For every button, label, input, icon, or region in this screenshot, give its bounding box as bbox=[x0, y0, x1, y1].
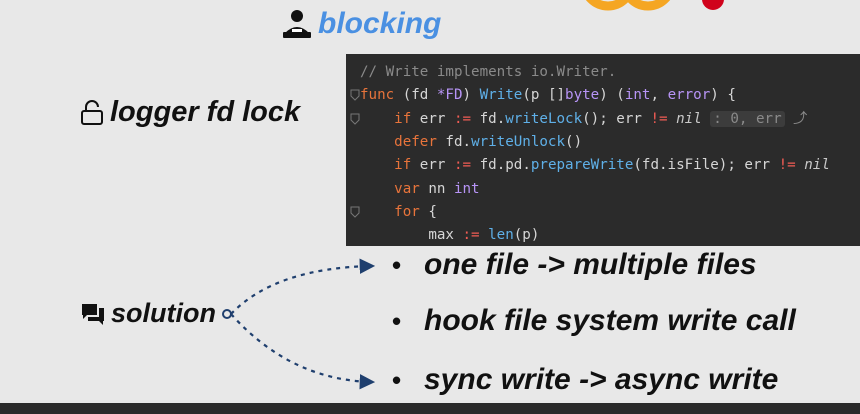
code-line-content: for { bbox=[360, 200, 437, 224]
logo-rings-icon bbox=[585, 0, 671, 11]
logo-dot-icon bbox=[702, 0, 724, 10]
code-line-content: func (fd *FD) Write(p []byte) (int, erro… bbox=[360, 83, 736, 107]
code-line-content: // Write implements io.Writer. bbox=[360, 60, 616, 84]
fold-marker-icon[interactable] bbox=[350, 89, 360, 102]
code-token: (p [] bbox=[522, 87, 566, 104]
code-token: ) bbox=[462, 87, 480, 104]
code-token: var bbox=[394, 180, 420, 197]
code-token bbox=[702, 111, 711, 127]
code-token: *FD bbox=[436, 87, 463, 104]
bullet-item: • one file -> multiple files bbox=[392, 248, 757, 282]
code-token: : 0, err bbox=[710, 110, 785, 127]
chat-bubbles-icon bbox=[82, 303, 104, 325]
code-token: (fd bbox=[394, 87, 437, 104]
code-token: () bbox=[565, 133, 583, 150]
code-token: max bbox=[360, 227, 463, 244]
code-token: for bbox=[394, 203, 420, 220]
code-token: writeUnlock bbox=[471, 133, 566, 150]
code-token bbox=[668, 111, 677, 127]
bullet-dot: • bbox=[392, 249, 402, 280]
code-token: != bbox=[650, 110, 668, 127]
code-token: func bbox=[360, 87, 395, 104]
code-token: nil bbox=[676, 110, 702, 127]
code-token: := bbox=[462, 227, 480, 244]
code-token: := bbox=[453, 110, 472, 127]
code-token: (fd.isFile); err bbox=[633, 157, 779, 174]
code-token: := bbox=[453, 157, 472, 174]
code-token: int bbox=[453, 180, 480, 197]
heading-text: blocking bbox=[318, 7, 442, 40]
code-token: if bbox=[394, 157, 412, 174]
code-token bbox=[360, 134, 394, 150]
logger-text: logger fd lock bbox=[110, 96, 301, 128]
code-line-content: max := len(p) bbox=[360, 223, 539, 246]
code-token: err bbox=[411, 157, 454, 174]
fold-marker-icon[interactable] bbox=[350, 113, 360, 125]
code-line-content: var nn int bbox=[360, 177, 480, 201]
person-at-desk-icon bbox=[283, 10, 311, 38]
code-token: if bbox=[394, 110, 412, 127]
bullet-text: hook file system write call bbox=[424, 304, 796, 337]
code-token: ) { bbox=[710, 87, 736, 104]
code-token: != bbox=[778, 157, 796, 174]
solution-text: solution bbox=[111, 298, 216, 328]
logger-label: logger fd lock bbox=[80, 96, 300, 129]
code-token: int bbox=[624, 87, 651, 104]
bullet-dot: • bbox=[392, 305, 402, 336]
bullet-text: one file -> multiple files bbox=[424, 248, 757, 281]
code-token: // Write implements io.Writer. bbox=[360, 64, 617, 80]
code-token: prepareWrite bbox=[530, 157, 634, 174]
code-token: (); err bbox=[582, 110, 651, 127]
code-token bbox=[360, 157, 394, 173]
code-line-content: defer fd.writeUnlock() bbox=[360, 130, 582, 154]
code-token bbox=[360, 181, 394, 197]
connector-origin bbox=[222, 309, 232, 319]
code-token: fd. bbox=[436, 133, 472, 150]
code-token: { bbox=[419, 203, 437, 220]
code-line-content: if err := fd.pd.prepareWrite(fd.isFile);… bbox=[360, 153, 830, 177]
code-token: Write bbox=[479, 87, 523, 104]
fold-marker-icon[interactable] bbox=[350, 206, 360, 218]
code-token bbox=[480, 227, 489, 243]
code-token bbox=[360, 204, 394, 220]
code-token: err bbox=[411, 110, 454, 127]
solution-label: solution bbox=[80, 298, 216, 329]
bullet-dot: • bbox=[392, 364, 402, 395]
code-token: defer bbox=[394, 133, 437, 150]
code-token bbox=[360, 111, 394, 127]
code-token: (p) bbox=[513, 227, 540, 244]
bullet-text: sync write -> async write bbox=[424, 363, 779, 396]
slide-heading: blocking bbox=[280, 6, 441, 42]
code-snippet: // Write implements io.Writer. func (fd *… bbox=[346, 54, 860, 246]
bullet-item: • sync write -> async write bbox=[392, 363, 778, 397]
code-token: , bbox=[650, 87, 668, 104]
bottom-band bbox=[0, 403, 860, 414]
code-token: nil bbox=[804, 157, 830, 174]
code-token: ⤴ bbox=[784, 110, 808, 127]
code-token: fd. bbox=[471, 110, 506, 127]
code-token bbox=[796, 157, 805, 173]
arrow-to-first-bullet bbox=[230, 258, 376, 315]
code-token: ) ( bbox=[599, 87, 625, 104]
code-token: byte bbox=[565, 87, 600, 104]
code-line-content: if err := fd.writeLock(); err != nil : 0… bbox=[360, 107, 807, 131]
unlock-icon bbox=[81, 99, 103, 125]
code-token: error bbox=[667, 87, 711, 104]
bullet-item: • hook file system write call bbox=[392, 304, 796, 338]
code-token: writeLock bbox=[505, 110, 583, 127]
code-token: len bbox=[488, 227, 514, 244]
code-token: nn bbox=[419, 180, 454, 197]
code-token: fd.pd. bbox=[471, 157, 531, 174]
arrow-to-third-bullet bbox=[230, 313, 376, 390]
